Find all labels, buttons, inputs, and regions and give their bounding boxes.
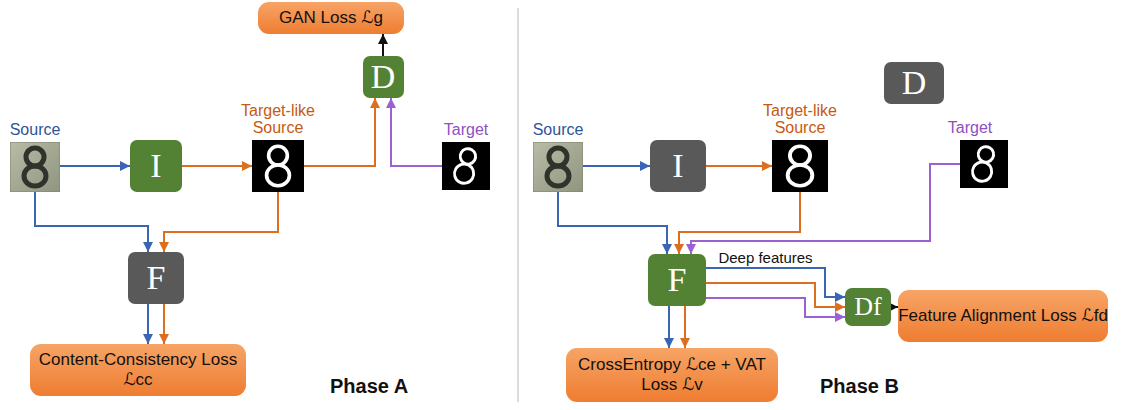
image-node: Target-like Source bbox=[252, 140, 304, 192]
image-node: Source bbox=[10, 142, 60, 192]
flow-arrow bbox=[706, 165, 772, 167]
digit-image bbox=[10, 142, 60, 192]
image-label: Source bbox=[533, 121, 584, 139]
flow-arrow bbox=[706, 298, 845, 317]
image-label: Source bbox=[10, 121, 61, 139]
flow-arrow bbox=[163, 304, 165, 344]
flow-arrow bbox=[668, 306, 670, 348]
loss-box: GAN Loss ℒg bbox=[258, 2, 404, 34]
flow-arrow bbox=[558, 192, 667, 254]
module-letter: D bbox=[902, 66, 927, 100]
flow-arrow bbox=[147, 304, 149, 344]
divider-line bbox=[517, 8, 519, 402]
flow-arrow bbox=[382, 34, 384, 56]
image-label: Target-like Source bbox=[236, 102, 320, 137]
network-box: I bbox=[130, 140, 182, 192]
image-node: Target bbox=[442, 142, 490, 190]
module-letter: I bbox=[672, 149, 683, 183]
flow-arrow bbox=[706, 283, 845, 307]
digit-image bbox=[960, 140, 1008, 188]
network-box: I bbox=[650, 140, 706, 192]
module-letter: Df bbox=[854, 294, 881, 320]
phase-label: Phase B bbox=[820, 375, 899, 398]
flow-arrow bbox=[679, 192, 800, 254]
loss-box: Feature Alignment Loss ℒfd bbox=[898, 290, 1108, 342]
network-box: F bbox=[648, 254, 706, 306]
network-box: D bbox=[884, 62, 944, 104]
loss-label: CrossEntropy ℒce + VAT Loss ℒv bbox=[566, 355, 778, 394]
network-box: D bbox=[363, 56, 404, 98]
loss-label: Content-Consistency Loss ℒcc bbox=[30, 350, 246, 389]
flow-arrow bbox=[684, 306, 686, 348]
image-node: Target-like Source bbox=[772, 140, 828, 192]
loss-box: Content-Consistency Loss ℒcc bbox=[30, 344, 246, 396]
image-label: Target-like Source bbox=[758, 102, 842, 137]
image-node: Source bbox=[533, 142, 583, 192]
network-box: F bbox=[128, 252, 184, 304]
network-box: Df bbox=[845, 288, 891, 326]
edge-label: Deep features bbox=[716, 249, 814, 266]
flow-arrow bbox=[891, 306, 898, 308]
flow-arrow bbox=[583, 165, 650, 167]
module-letter: D bbox=[371, 60, 396, 94]
image-label: Target bbox=[444, 121, 488, 139]
flow-arrow bbox=[164, 192, 278, 252]
phase-label: Phase A bbox=[330, 375, 408, 398]
image-node: Target bbox=[960, 140, 1008, 188]
digit-image bbox=[252, 140, 304, 192]
digit-image bbox=[442, 142, 490, 190]
flow-arrow bbox=[182, 165, 252, 167]
loss-label: Feature Alignment Loss ℒfd bbox=[898, 306, 1108, 326]
digit-image bbox=[772, 140, 828, 192]
digit-image bbox=[533, 142, 583, 192]
loss-label: GAN Loss ℒg bbox=[279, 8, 383, 28]
flow-arrow bbox=[391, 98, 442, 166]
module-letter: I bbox=[150, 149, 161, 183]
loss-box: CrossEntropy ℒce + VAT Loss ℒv bbox=[566, 348, 778, 402]
flow-arrow bbox=[35, 192, 148, 252]
image-label: Target bbox=[948, 119, 992, 137]
module-letter: F bbox=[147, 261, 166, 295]
module-letter: F bbox=[668, 263, 687, 297]
flow-arrow bbox=[60, 165, 130, 167]
